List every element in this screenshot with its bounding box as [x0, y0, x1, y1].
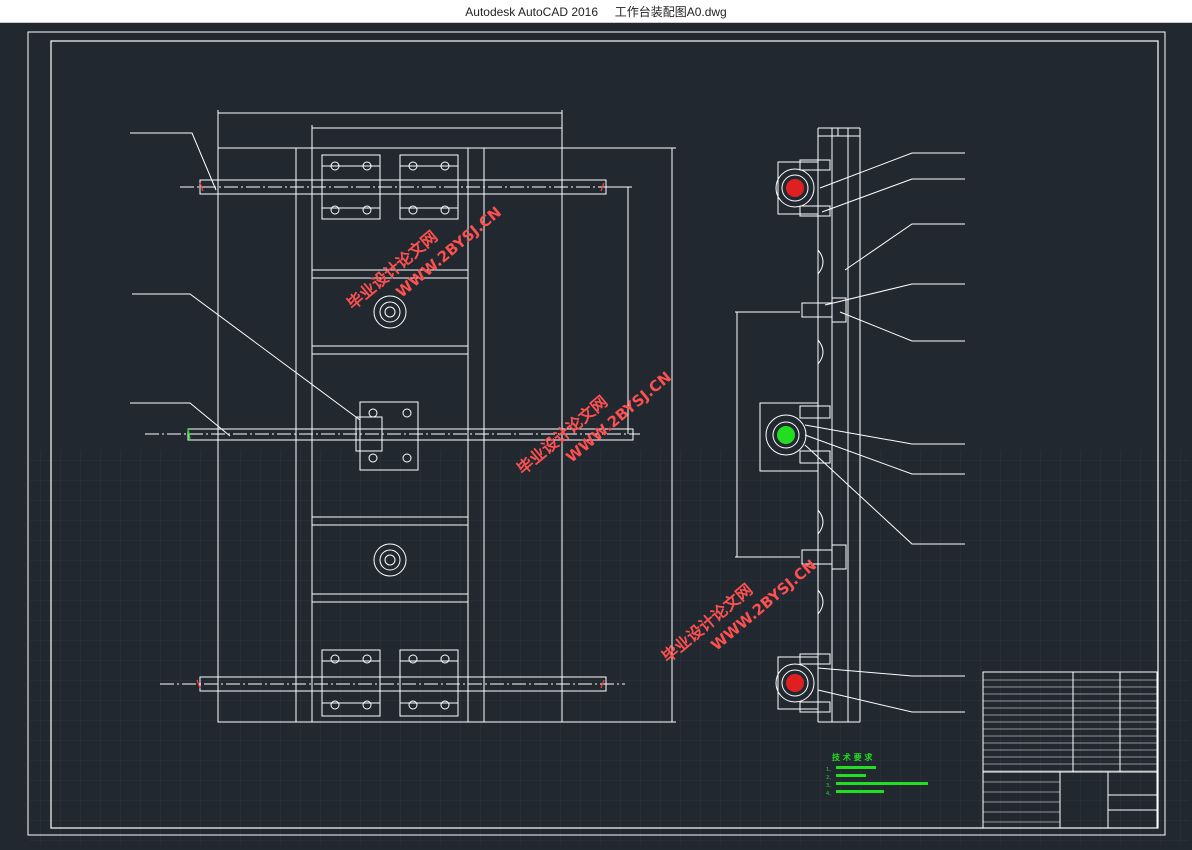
tech-req-title: 技 术 要 求	[832, 752, 873, 762]
tech-req-line-2: 2、	[826, 775, 834, 781]
outer-border	[27, 31, 1166, 836]
side-bearing-top-fill	[786, 179, 804, 197]
title-block[interactable]	[982, 671, 1158, 829]
tech-req-line-1: 1、	[826, 767, 834, 773]
green-marker	[187, 428, 191, 441]
side-view[interactable]	[735, 127, 965, 723]
drawing-canvas[interactable]: /* rows drawn below */ 技 术 要 求 1、 2、 3、 …	[0, 22, 1192, 845]
tech-req-line-4: 4、	[826, 791, 834, 797]
watermark-1: 毕业设计论文网 WWW.2BYSJ.CN	[343, 203, 505, 313]
inner-border	[50, 40, 1159, 829]
model-grid	[30, 450, 1190, 845]
tech-req-bar	[836, 766, 876, 769]
tech-req-bar	[836, 790, 884, 793]
side-middle-fill	[777, 426, 795, 444]
side-bearing-bottom-fill	[786, 674, 804, 692]
title-bar: Autodesk AutoCAD 2016 工作台装配图A0.dwg	[0, 0, 1192, 23]
front-view[interactable]	[130, 110, 676, 723]
title-block-rows: /* rows drawn below */	[983, 679, 1157, 823]
technical-requirements: 技 术 要 求 1、 2、 3、 4、	[826, 752, 928, 797]
window-title: Autodesk AutoCAD 2016 工作台装配图A0.dwg	[465, 5, 727, 19]
tech-req-bar	[836, 774, 866, 777]
tech-req-bar	[836, 782, 928, 785]
tech-req-line-3: 3、	[826, 783, 834, 789]
centre-marks	[196, 182, 605, 689]
